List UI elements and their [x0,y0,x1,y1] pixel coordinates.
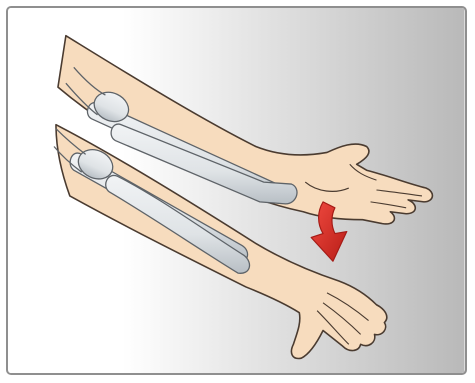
illustration-frame [6,6,467,375]
forearm-rotation-diagram [8,8,465,373]
